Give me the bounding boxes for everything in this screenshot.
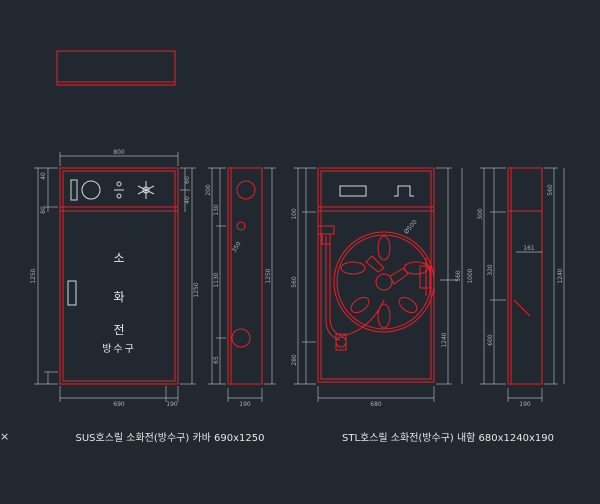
- inner-side-dim-2: 161: [523, 245, 535, 252]
- hose-reel-icon: [333, 231, 435, 333]
- hinge-symbol-icon: [394, 185, 414, 197]
- snowflake-icon: [137, 181, 155, 199]
- width-dim-label: 800: [113, 149, 125, 156]
- inner-left-dim-1: 100: [291, 208, 298, 220]
- handle-icon: [67, 280, 77, 306]
- side-dim-3: 1130: [213, 272, 220, 287]
- inner-right-dim-1: 1240: [441, 332, 448, 347]
- left-small-dim-1: 40: [40, 172, 47, 180]
- inner-side-dim-3: 1240: [557, 268, 564, 283]
- inner-right-dim-3: 1000: [467, 268, 474, 283]
- inner-box-front-view: [317, 167, 435, 383]
- side-fitting-icon: [236, 180, 256, 200]
- sign-char-3: 전: [113, 323, 124, 337]
- reel-diameter-dim: Ø500: [403, 218, 419, 235]
- inner-side-bottom-dim: 190: [519, 401, 531, 408]
- bottom-dim-label: 690: [113, 401, 125, 408]
- side-view-bottom-dim: 190: [239, 401, 251, 408]
- cover-front-view: 소 화 전 방수구: [59, 167, 179, 385]
- indicator-lamp-icon: [70, 179, 78, 201]
- inner-left-dim-3: 280: [291, 354, 298, 366]
- cursor-cross-icon: ×: [0, 430, 9, 443]
- left-small-dim-2: 80: [40, 206, 47, 214]
- inner-side-dim-6: 560: [547, 184, 554, 196]
- sign-char-1: 소: [113, 251, 124, 265]
- inner-box-side-view: 300 161 1240 600 320 560 190: [477, 167, 565, 408]
- inner-side-dim-4: 600: [487, 334, 494, 346]
- cover-dimension-labels: 800 690 190 1250 40 80 60 40 1250: [30, 149, 200, 408]
- inner-box-dimensions: [294, 167, 463, 402]
- inner-bottom-dim: 680: [370, 401, 382, 408]
- sign-subtitle: 방수구: [102, 343, 136, 355]
- side-dim-6: 1250: [265, 268, 272, 283]
- right-dim-2: 40: [184, 196, 191, 204]
- left-height-dim-label: 1250: [30, 268, 37, 283]
- inner-right-dim-2: 560: [455, 270, 462, 282]
- right-dim-3: 1250: [193, 282, 200, 297]
- nameplate-icon: [339, 185, 367, 197]
- side-dim-5: 350: [231, 240, 243, 254]
- inner-box-caption: STL호스릴 소화전(방수구) 내함 680x1240x190: [342, 431, 554, 444]
- cover-caption: SUS호스릴 소화전(방수구) 카바 690x1250: [75, 431, 264, 444]
- top-detail-rectangle: [56, 50, 176, 86]
- inner-left-dim-2: 560: [291, 276, 298, 288]
- side-dim-1: 200: [205, 184, 212, 196]
- right-dim-1: 60: [184, 176, 191, 184]
- hose-pipe-icon: [317, 225, 431, 351]
- side-bottom-dim-label: 190: [166, 401, 178, 408]
- cover-side-view: 200 130 1130 65 350 1250 190: [205, 167, 276, 408]
- sign-char-2: 화: [113, 290, 124, 304]
- cover-dimensions: [34, 152, 196, 402]
- side-dim-4: 65: [213, 356, 220, 364]
- inner-side-dim-1: 300: [477, 208, 484, 220]
- pilot-light-icon: [116, 181, 122, 187]
- alarm-bell-icon: [81, 180, 101, 200]
- side-dim-2: 130: [213, 204, 220, 216]
- inner-side-dim-5: 320: [487, 264, 494, 276]
